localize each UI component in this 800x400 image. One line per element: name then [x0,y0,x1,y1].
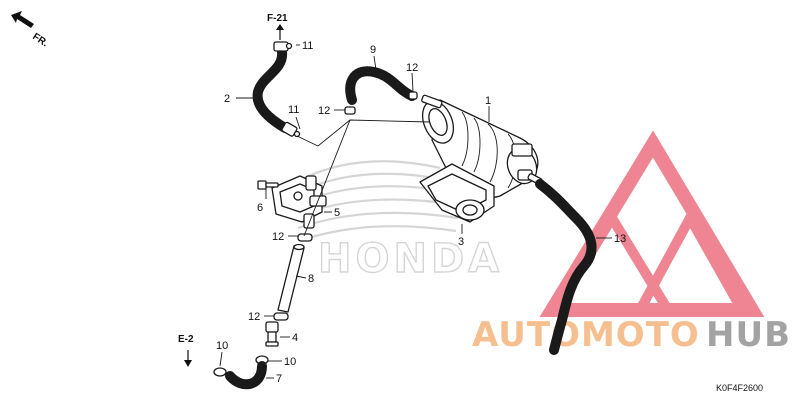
hose-part-9 [345,66,417,105]
callout-10-left: 10 [216,340,228,352]
hose-part-8 [277,243,305,313]
callout-2: 2 [224,93,230,105]
callout-11-lower: 11 [288,104,299,116]
callout-12-mid: 12 [318,105,330,117]
callout-9: 9 [370,44,376,56]
ref-f21-arrow-icon [276,24,284,40]
callout-1: 1 [485,95,491,107]
ref-e2-label: E-2 [178,334,194,345]
callout-7: 7 [276,373,282,385]
callout-10-right: 10 [284,356,296,368]
clamp-part-12-lower [273,312,289,321]
leader-lines [219,44,612,379]
callout-5: 5 [334,207,340,219]
ref-e2-arrow-icon [184,350,192,367]
front-direction-arrow-icon: FR. [11,11,50,49]
ref-f21-label: F-21 [267,13,288,24]
bolt-part-6 [257,180,279,190]
watermark-brand-part2: HUB [706,315,791,355]
fitting-part-4 [265,321,279,347]
hose-part-13 [535,179,597,355]
honda-wing-watermark: HONDA [295,160,503,283]
callout-12-valve: 12 [272,231,284,243]
valve-part-5 [271,175,327,229]
callout-11-top: 11 [302,40,313,52]
callout-3: 3 [458,236,464,248]
watermark-brand-part1: AUTOMOTO [472,315,700,355]
clamp-part-10-left [213,367,227,377]
clamp-part-11-lower [281,121,301,138]
clamp-part-11-top [273,41,293,52]
clamp-part-12-mid [344,106,356,115]
clamp-part-12-valve [297,233,313,242]
clamp-part-12-upper [408,91,418,100]
honda-watermark-text: HONDA [318,236,503,282]
hose-part-7 [225,361,267,390]
hose-part-2 [252,47,290,133]
bracket-part-3 [419,163,495,223]
callout-12-lower: 12 [248,311,260,323]
callout-6: 6 [257,202,263,214]
callout-8: 8 [308,273,314,285]
diagram-code: K0F4F2600 [716,383,763,393]
front-direction-label: FR. [30,31,50,49]
callout-4: 4 [292,332,298,344]
callout-13: 13 [614,233,626,245]
callout-12-upper: 12 [406,62,418,74]
